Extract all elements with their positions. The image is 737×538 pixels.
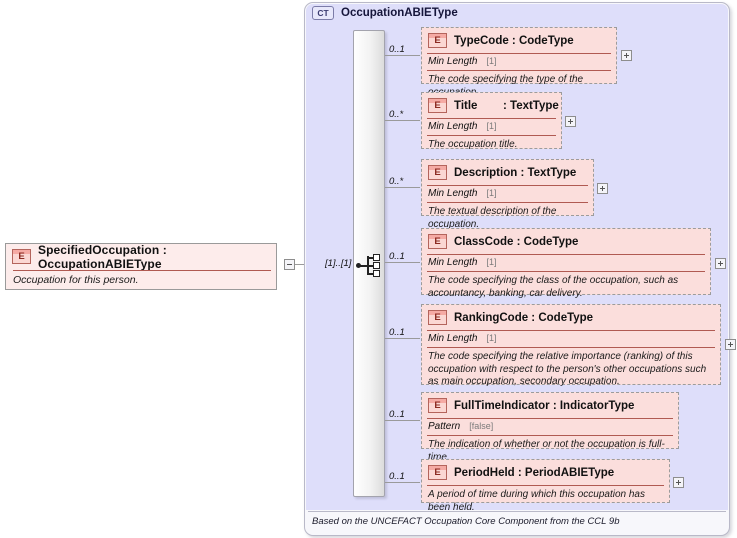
divider <box>427 435 673 436</box>
element-name: Title : TextType <box>454 99 559 112</box>
divider <box>427 53 611 54</box>
element-periodheld[interactable]: E PeriodHeld : PeriodABIEType A period o… <box>421 459 670 513</box>
element-name: TypeCode : CodeType <box>454 34 574 47</box>
element-description[interactable]: E Description : TextType Min Length [1] … <box>421 159 594 230</box>
element-name: ClassCode : CodeType <box>454 235 579 248</box>
facet-row: Min Length [1] <box>422 119 561 135</box>
facet-label: Pattern <box>428 421 461 432</box>
divider <box>13 270 271 271</box>
element-header: E TypeCode : CodeType <box>422 28 616 53</box>
element-documentation: Occupation for this person. <box>13 274 139 286</box>
facet-row: Min Length [1] <box>422 255 710 271</box>
divider <box>427 347 715 348</box>
element-icon: E <box>428 98 447 113</box>
facet-value: [1] <box>486 188 497 198</box>
facet-label: Min Length <box>428 56 478 67</box>
element-icon: E <box>12 249 31 264</box>
element-header: E Description : TextType <box>422 160 593 185</box>
facet-label: Min Length <box>428 333 478 344</box>
element-typecode[interactable]: E TypeCode : CodeType Min Length [1] The… <box>421 27 617 98</box>
element-header: E SpecifiedOccupation : OccupationABIETy… <box>6 242 276 271</box>
cardinality-rankingcode: 0..1 <box>389 327 405 338</box>
facet-value: [1] <box>486 56 497 66</box>
plus-icon[interactable] <box>597 183 608 194</box>
plus-icon[interactable] <box>621 50 632 61</box>
facet-value: [1] <box>486 333 497 343</box>
divider <box>427 185 588 186</box>
element-icon: E <box>428 465 447 480</box>
facet-label: Min Length <box>428 188 478 199</box>
element-title[interactable]: E Title : TextType Min Length [1] The oc… <box>421 92 562 150</box>
plus-icon[interactable] <box>565 116 576 127</box>
facet-row: Min Length [1] <box>422 331 720 347</box>
complextype-footer: Based on the UNCEFACT Occupation Core Co… <box>312 516 620 527</box>
root-cardinality: [1]..[1] <box>325 258 352 269</box>
facet-label: Min Length <box>428 257 478 268</box>
plus-icon[interactable] <box>673 477 684 488</box>
element-specifiedoccupation[interactable]: E SpecifiedOccupation : OccupationABIETy… <box>5 243 277 290</box>
element-icon: E <box>428 310 447 325</box>
element-icon: E <box>428 33 447 48</box>
plus-icon[interactable] <box>715 258 726 269</box>
branch-line <box>385 482 420 483</box>
divider <box>427 118 556 119</box>
complextype-header: CT OccupationABIEType <box>312 6 458 20</box>
branch-line <box>385 120 420 121</box>
element-rankingcode[interactable]: E RankingCode : CodeType Min Length [1] … <box>421 304 721 387</box>
element-documentation: A period of time during which this occup… <box>428 489 645 513</box>
cardinality-classcode: 0..1 <box>389 251 405 262</box>
divider <box>427 485 664 486</box>
facet-value: [1] <box>486 121 497 131</box>
plus-icon[interactable] <box>725 339 736 350</box>
facet-row: Pattern [false] <box>422 419 678 435</box>
element-header: E PeriodHeld : PeriodABIEType <box>422 460 669 485</box>
cardinality-title: 0..* <box>389 109 404 120</box>
divider <box>427 271 705 272</box>
element-documentation: The occupation title. <box>428 139 518 150</box>
divider <box>427 418 673 419</box>
element-documentation: The code specifying the relative importa… <box>428 351 707 387</box>
element-documentation: The code specifying the class of the occ… <box>428 275 679 299</box>
complextype-icon: CT <box>312 6 334 20</box>
element-header: E FullTimeIndicator : IndicatorType <box>422 393 678 418</box>
element-name: PeriodHeld : PeriodABIEType <box>454 466 615 479</box>
cardinality-description: 0..* <box>389 176 404 187</box>
minus-icon[interactable] <box>284 259 295 270</box>
divider <box>427 330 715 331</box>
element-icon: E <box>428 165 447 180</box>
element-header: E ClassCode : CodeType <box>422 229 710 254</box>
element-icon: E <box>428 234 447 249</box>
element-name: SpecifiedOccupation : OccupationABIEType <box>38 242 167 271</box>
cardinality-fulltimeindicator: 0..1 <box>389 409 405 420</box>
complextype-name: OccupationABIEType <box>341 7 458 19</box>
element-name: RankingCode : CodeType <box>454 311 594 324</box>
facet-label: Min Length <box>428 121 478 132</box>
divider <box>427 135 556 136</box>
branch-line <box>385 187 420 188</box>
facet-value: [1] <box>486 257 497 267</box>
branch-line <box>385 55 420 56</box>
cardinality-periodheld: 0..1 <box>389 471 405 482</box>
element-fulltimeindicator[interactable]: E FullTimeIndicator : IndicatorType Patt… <box>421 392 679 463</box>
divider <box>308 511 726 512</box>
element-name: Description : TextType <box>454 166 577 179</box>
branch-line <box>385 262 420 263</box>
divider <box>427 254 705 255</box>
facet-row: Min Length [1] <box>422 186 593 202</box>
element-header: E RankingCode : CodeType <box>422 305 720 330</box>
cardinality-typecode: 0..1 <box>389 44 405 55</box>
element-icon: E <box>428 398 447 413</box>
element-documentation: The textual description of the occupatio… <box>428 206 557 230</box>
element-header: E Title : TextType <box>422 93 561 118</box>
element-documentation: The indication of whether or not the occ… <box>428 439 665 463</box>
element-name: FullTimeIndicator : IndicatorType <box>454 399 635 412</box>
facet-row: Min Length [1] <box>422 54 616 70</box>
branch-line <box>385 338 420 339</box>
branch-line <box>385 420 420 421</box>
facet-value: [false] <box>469 421 494 431</box>
sequence-icon[interactable] <box>356 254 382 277</box>
divider <box>427 202 588 203</box>
divider <box>427 70 611 71</box>
element-classcode[interactable]: E ClassCode : CodeType Min Length [1] Th… <box>421 228 711 299</box>
